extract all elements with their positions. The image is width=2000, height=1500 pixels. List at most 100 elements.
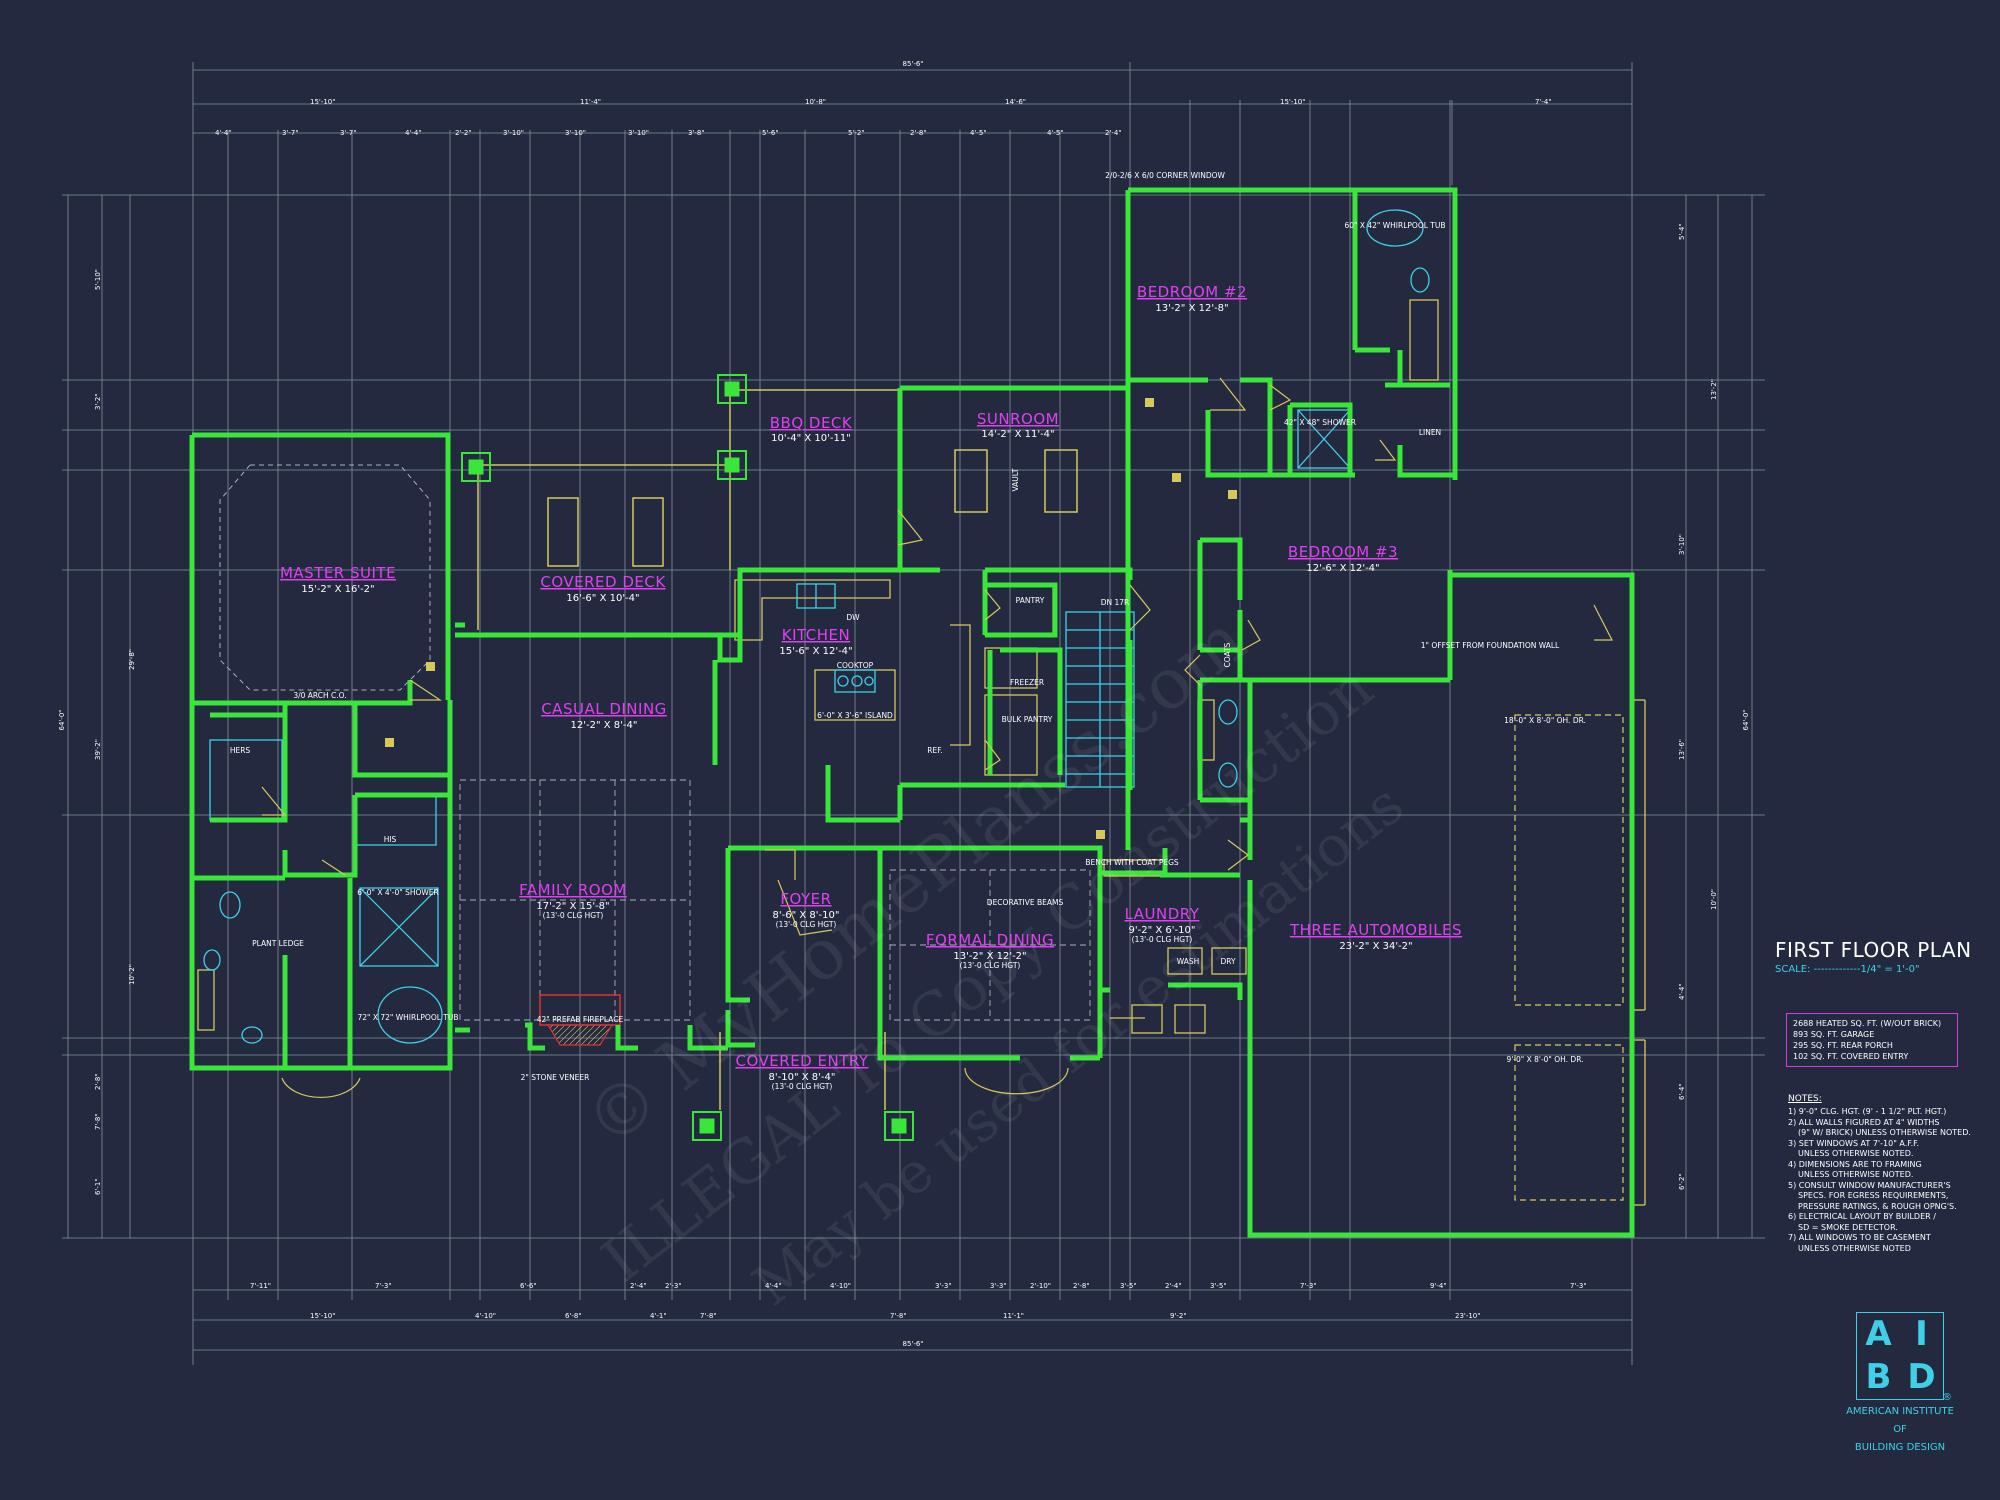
label-fireplace: 42" PREFAB FIREPLACE [537,1015,624,1024]
logo-line-1: AMERICAN INSTITUTE [1846,1406,1954,1417]
label-bench: BENCH WITH COAT PEGS [1085,858,1179,867]
label-hers: HERS [230,746,251,755]
tray-ceiling [219,464,431,691]
top-dim: 3'-10" [503,129,524,137]
room-dim-covered-entry: 8'-10" X 8'-4" [769,1072,836,1083]
left-dim: 10'-2" [128,964,136,985]
note-line: 5) CONSULT WINDOW MANUFACTURER'S [1788,1180,1951,1190]
plan-scale: SCALE: -------------1/4" = 1'-0" [1775,964,1920,975]
bottom-dim: 7'-11" [250,1282,271,1290]
label-pantry: PANTRY [1016,596,1045,605]
room-labels: MASTER SUITE 15'-2" X 16'-2" COVERED DEC… [280,283,1462,1091]
bottom-dim2: 9'-2" [1170,1312,1187,1320]
label-whirlpool-2: 60" X 42" WHIRLPOOL TUB [1344,221,1445,230]
logo-letter-a: A [1865,1314,1892,1354]
label-arch: 3/0 ARCH C.O. [293,691,346,700]
top-dim2: 14'-6" [1005,98,1026,106]
note-line: 4) DIMENSIONS ARE TO FRAMING [1788,1159,1922,1169]
note-line: PRESSURE RATINGS, & ROUGH OPNG'S. [1798,1201,1957,1211]
right-dim: 5'-4" [1678,223,1686,240]
bottom-dim: 7'-3" [375,1282,392,1290]
logo-letter-b: B [1865,1357,1892,1397]
label-linen: LINEN [1419,428,1441,437]
label-stone-veneer: 2" STONE VENEER [521,1073,590,1082]
bottom-dim: 3'-5" [1210,1282,1227,1290]
label-shower-2: 42" X 48" SHOWER [1284,418,1356,427]
top-dim: 3'-10" [565,129,586,137]
top-dim: 5'-2" [848,129,865,137]
notes-heading: NOTES: [1788,1094,1822,1104]
watermark: © MyHomePlanss.com ILLEGAL To Copy Const… [570,599,1416,1319]
label-his: HIS [384,835,397,844]
bottom-dim: 9'-4" [1430,1282,1447,1290]
label-wash: WASH [1177,957,1200,966]
room-clg-laundry: (13'-0 CLG HGT) [1132,935,1193,944]
walls [189,187,1635,1238]
smoke-detectors [385,398,1237,839]
room-dim-covered-deck: 16'-6" X 10'-4" [566,593,639,604]
notes-block: NOTES: 1) 9'-0" CLG. HGT. (9' - 1 1/2" P… [1788,1094,1993,1254]
left-dim: 2'-8" [94,1073,102,1090]
deck-posts [461,374,914,1141]
top-dim2: 15'-10" [310,98,335,106]
room-name-formal-dining: FORMAL DINING [926,931,1054,949]
area-rear-porch: 295 SQ. FT. REAR PORCH [1793,1041,1893,1050]
label-coats: COATS [1223,642,1232,667]
room-name-family-room: FAMILY ROOM [519,881,627,899]
label-garage-door-2: 9'-0" X 8'-0" OH. DR. [1506,1055,1583,1064]
top-dim: 3'-7" [282,129,299,137]
room-name-bbq-deck: BBQ DECK [770,414,853,432]
note-line: UNLESS OTHERWISE NOTED. [1798,1170,1914,1179]
left-dim: 3'-2" [94,393,102,410]
label-ref: REF. [927,746,942,755]
top-dim: 4'-5" [1047,129,1064,137]
note-line: SPECS. FOR EGRESS REQUIREMENTS, [1798,1191,1949,1200]
area-covered-entry: 102 SQ. FT. COVERED ENTRY [1793,1052,1909,1061]
left-dim: 7'-8" [94,1113,102,1130]
room-clg-family-room: (13'-0 CLG HGT) [543,911,604,920]
room-name-foyer: FOYER [780,890,831,908]
plan-title: FIRST FLOOR PLAN [1775,938,1972,962]
bottom-dim2: 11'-1" [1003,1312,1024,1320]
right-dim: 4'-4" [1678,983,1686,1000]
room-dim-laundry: 9'-2" X 6'-10" [1129,925,1196,936]
top-dim: 5'-6" [762,129,779,137]
logo-line-2: OF [1893,1424,1907,1435]
logo-letter-i: I [1915,1314,1928,1354]
annotations: HERS HIS PANTRY FREEZER BULK PANTRY COOK… [230,171,1586,1082]
area-garage: 893 SQ. FT. GARAGE [1793,1030,1875,1039]
bottom-dim2: 7'-8" [700,1312,717,1320]
overall-depth-dim: 64'-0" [58,709,66,730]
bottom-dim2: 4'-1" [650,1312,667,1320]
right-dim: 13'-6" [1678,739,1686,760]
bottom-dim: 4'-4" [765,1282,782,1290]
room-dim-formal-dining: 13'-2" X 12'-2" [953,951,1026,962]
label-decorative-beams: DECORATIVE BEAMS [987,898,1064,907]
right-dim: 3'-10" [1678,534,1686,555]
label-plant-ledge: PLANT LEDGE [252,939,304,948]
right-dim: 13'-2" [1710,379,1718,400]
logo-letter-d: D [1907,1357,1936,1397]
room-name-bedroom-3: BEDROOM #3 [1288,543,1398,561]
room-dim-casual-dining: 12'-2" X 8'-4" [571,720,638,731]
label-dw: DW [846,613,860,622]
right-dim: 6'-2" [1678,1173,1686,1190]
room-dim-garage: 23'-2" X 34'-2" [1339,941,1412,952]
room-dim-family-room: 17'-2" X 15'-8" [536,901,609,912]
bottom-dim2: 15'-10" [310,1312,335,1320]
top-dim: 2'-2" [455,129,472,137]
top-dim2: 15'-10" [1280,98,1305,106]
note-line: UNLESS OTHERWISE NOTED [1798,1243,1911,1253]
left-dim: 29'-8" [128,649,136,670]
note-line: 3) SET WINDOWS AT 7'-10" A.F.F. [1788,1138,1920,1148]
bottom-dim: 7'-3" [1570,1282,1587,1290]
label-corner-window: 2/0-2/6 X 6/0 CORNER WINDOW [1105,171,1225,180]
bottom-dim: 2'-10" [1030,1282,1051,1290]
top-dim2: 11'-4" [580,98,601,106]
bottom-dim: 2'-4" [1165,1282,1182,1290]
room-dim-bedroom-3: 12'-6" X 12'-4" [1306,563,1379,574]
area-heated: 2688 HEATED SQ. FT. (W/OUT BRICK) [1793,1019,1942,1028]
registered-mark: ® [1942,1392,1952,1403]
logo-mark: A I B D [1856,1312,1944,1400]
label-island: 6'-0" X 3'-6" ISLAND [817,711,893,720]
